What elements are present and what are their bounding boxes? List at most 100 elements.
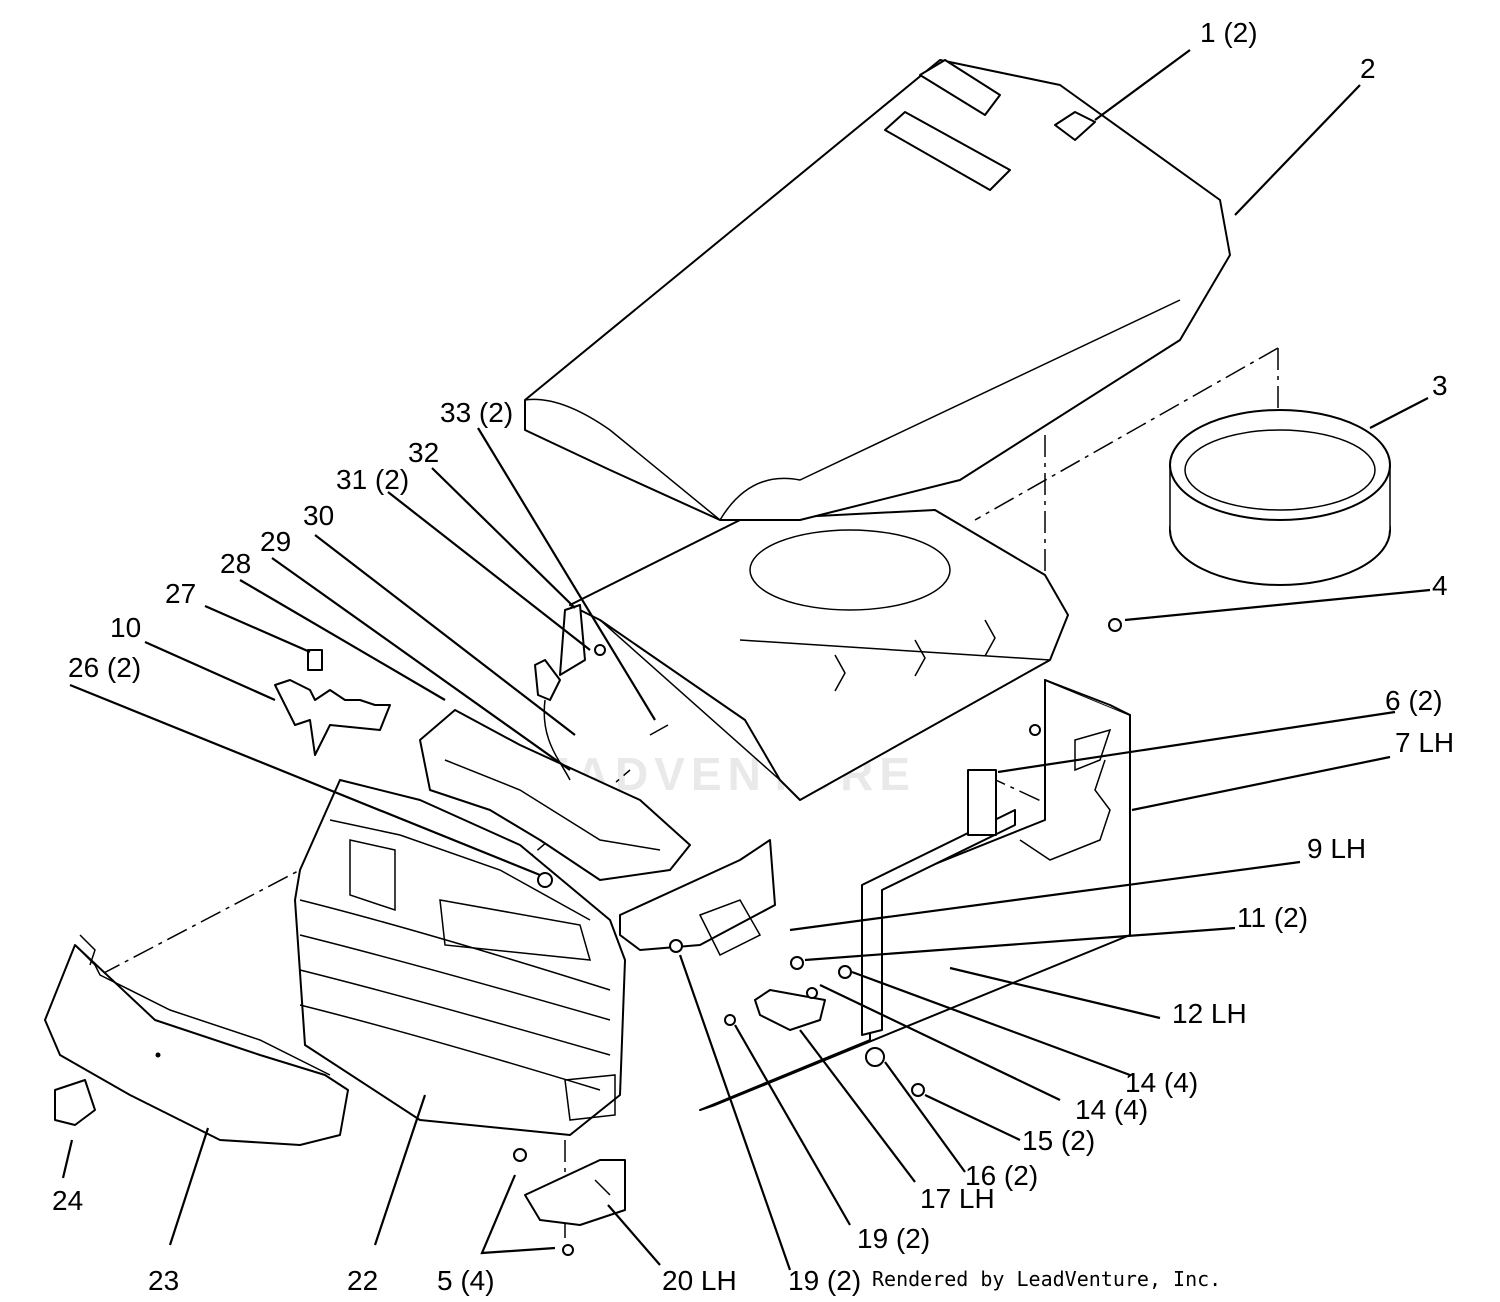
leader-14b <box>819 984 1061 1101</box>
grille-slat-3 <box>299 969 611 1056</box>
foam-pad-6 <box>967 769 997 836</box>
side-frame-outline <box>861 809 1016 1036</box>
bumper-outline <box>44 944 349 1146</box>
leader-16 <box>884 1061 966 1173</box>
bracket-32 <box>559 604 586 676</box>
grille-slat-2 <box>299 934 611 1021</box>
callout-5: 5 (4) <box>437 1265 495 1296</box>
callout-12: 12 LH <box>1172 998 1247 1029</box>
dash-panel-opening <box>749 529 951 611</box>
grille-headlight-left <box>349 839 396 912</box>
bumper-clip-left <box>79 934 96 966</box>
grille-22 <box>294 779 626 1136</box>
side-panel-top-edge <box>1044 679 1131 716</box>
leader-4 <box>1124 588 1431 622</box>
dash-panel-fold <box>599 619 781 781</box>
bracket-20-fold <box>594 1179 611 1196</box>
headlight-housing-28 <box>419 709 691 881</box>
callout-23: 23 <box>148 1265 179 1296</box>
callout-31: 31 (2) <box>336 464 409 495</box>
dash-panel <box>569 509 1069 801</box>
callout-7: 7 LH <box>1395 727 1454 758</box>
screw-31 <box>594 644 606 656</box>
ring-top <box>1169 409 1391 521</box>
grille-outline <box>294 779 626 1136</box>
leader-11 <box>804 926 1236 962</box>
hood-vent <box>884 111 1011 191</box>
leader-1 <box>1094 49 1191 121</box>
grille-slat-4 <box>299 1004 601 1091</box>
callout-15: 15 (2) <box>1022 1125 1095 1156</box>
callout-33: 33 (2) <box>440 397 513 428</box>
hood-front-edge <box>524 398 721 521</box>
callout-19b: 19 (2) <box>788 1265 861 1296</box>
callout-3: 3 <box>1432 370 1448 401</box>
callout-9: 9 LH <box>1307 833 1366 864</box>
side-frame-12 <box>861 809 1016 1036</box>
dash-panel-crease <box>739 639 1051 661</box>
callout-32: 32 <box>408 437 439 468</box>
leader-32 <box>431 467 576 609</box>
hood-2 <box>524 59 1231 521</box>
leader-28 <box>239 579 446 701</box>
callout-30: 30 <box>303 500 334 531</box>
hood-outline <box>524 59 1231 521</box>
alignment-line-bumper <box>99 869 301 976</box>
screw-33 <box>649 724 669 736</box>
grille-mount-tab <box>564 1074 616 1121</box>
callout-16: 16 (2) <box>965 1160 1038 1191</box>
bracket-10-27 <box>274 649 391 756</box>
front-support-tab <box>698 899 762 957</box>
ring-inner <box>1184 429 1376 511</box>
dash-panel-vent-1 <box>834 654 846 692</box>
hinge-plate-17 <box>754 989 826 1031</box>
leader-14a <box>851 970 1131 1077</box>
leader-12 <box>949 966 1161 1020</box>
screw-5-a <box>513 1148 527 1162</box>
bumper-hole <box>155 1052 161 1058</box>
leader-19a <box>734 1024 851 1226</box>
callout-6: 6 (2) <box>1385 685 1443 716</box>
leader-30 <box>314 534 576 736</box>
bolt-15 <box>911 1083 925 1097</box>
leader-19b <box>678 954 792 1271</box>
screw-26 <box>537 872 553 888</box>
leader-3 <box>1369 397 1429 429</box>
bracket-20 <box>524 1159 626 1226</box>
washer-16 <box>865 1047 885 1067</box>
front-support-9 <box>619 839 776 957</box>
callout-29: 29 <box>260 526 291 557</box>
callout-14b: 14 (4) <box>1075 1094 1148 1125</box>
leader-7 <box>1131 755 1391 812</box>
callout-labels: 1 (2) 2 3 4 6 (2) 7 LH 9 LH 11 (2) 12 LH… <box>52 17 1454 1296</box>
dash-panel-vent-2 <box>914 639 926 677</box>
callout-24: 24 <box>52 1185 83 1216</box>
grille-headlight-right <box>439 899 592 961</box>
leader-27 <box>204 604 311 654</box>
nut-19-b <box>669 939 683 953</box>
dash-panel-vent-3 <box>984 619 996 657</box>
grille-top-frame <box>329 819 591 921</box>
leader-6 <box>997 710 1396 774</box>
bracket-10 <box>274 679 391 756</box>
nut-14-a <box>838 965 852 979</box>
callout-19a: 19 (2) <box>857 1223 930 1254</box>
callout-22: 22 <box>347 1265 378 1296</box>
hardware <box>513 618 1122 1256</box>
side-panel-torn-edge <box>1019 759 1111 861</box>
leader-31 <box>387 491 591 651</box>
side-panel-outline <box>699 679 1131 1111</box>
bolt-11 <box>790 956 804 970</box>
bracket-20-outline <box>524 1159 626 1226</box>
air-cleaner-ring-3 <box>1169 409 1391 586</box>
grille-slat-1 <box>299 899 611 991</box>
leader-23 <box>168 1127 210 1246</box>
front-support-outline <box>619 839 776 951</box>
callout-14a: 14 (4) <box>1125 1067 1198 1098</box>
hood-crease <box>719 299 1181 521</box>
callout-1: 1 (2) <box>1200 17 1258 48</box>
leader-24 <box>61 1139 74 1179</box>
callout-28: 28 <box>220 548 251 579</box>
leader-33 <box>477 427 656 721</box>
